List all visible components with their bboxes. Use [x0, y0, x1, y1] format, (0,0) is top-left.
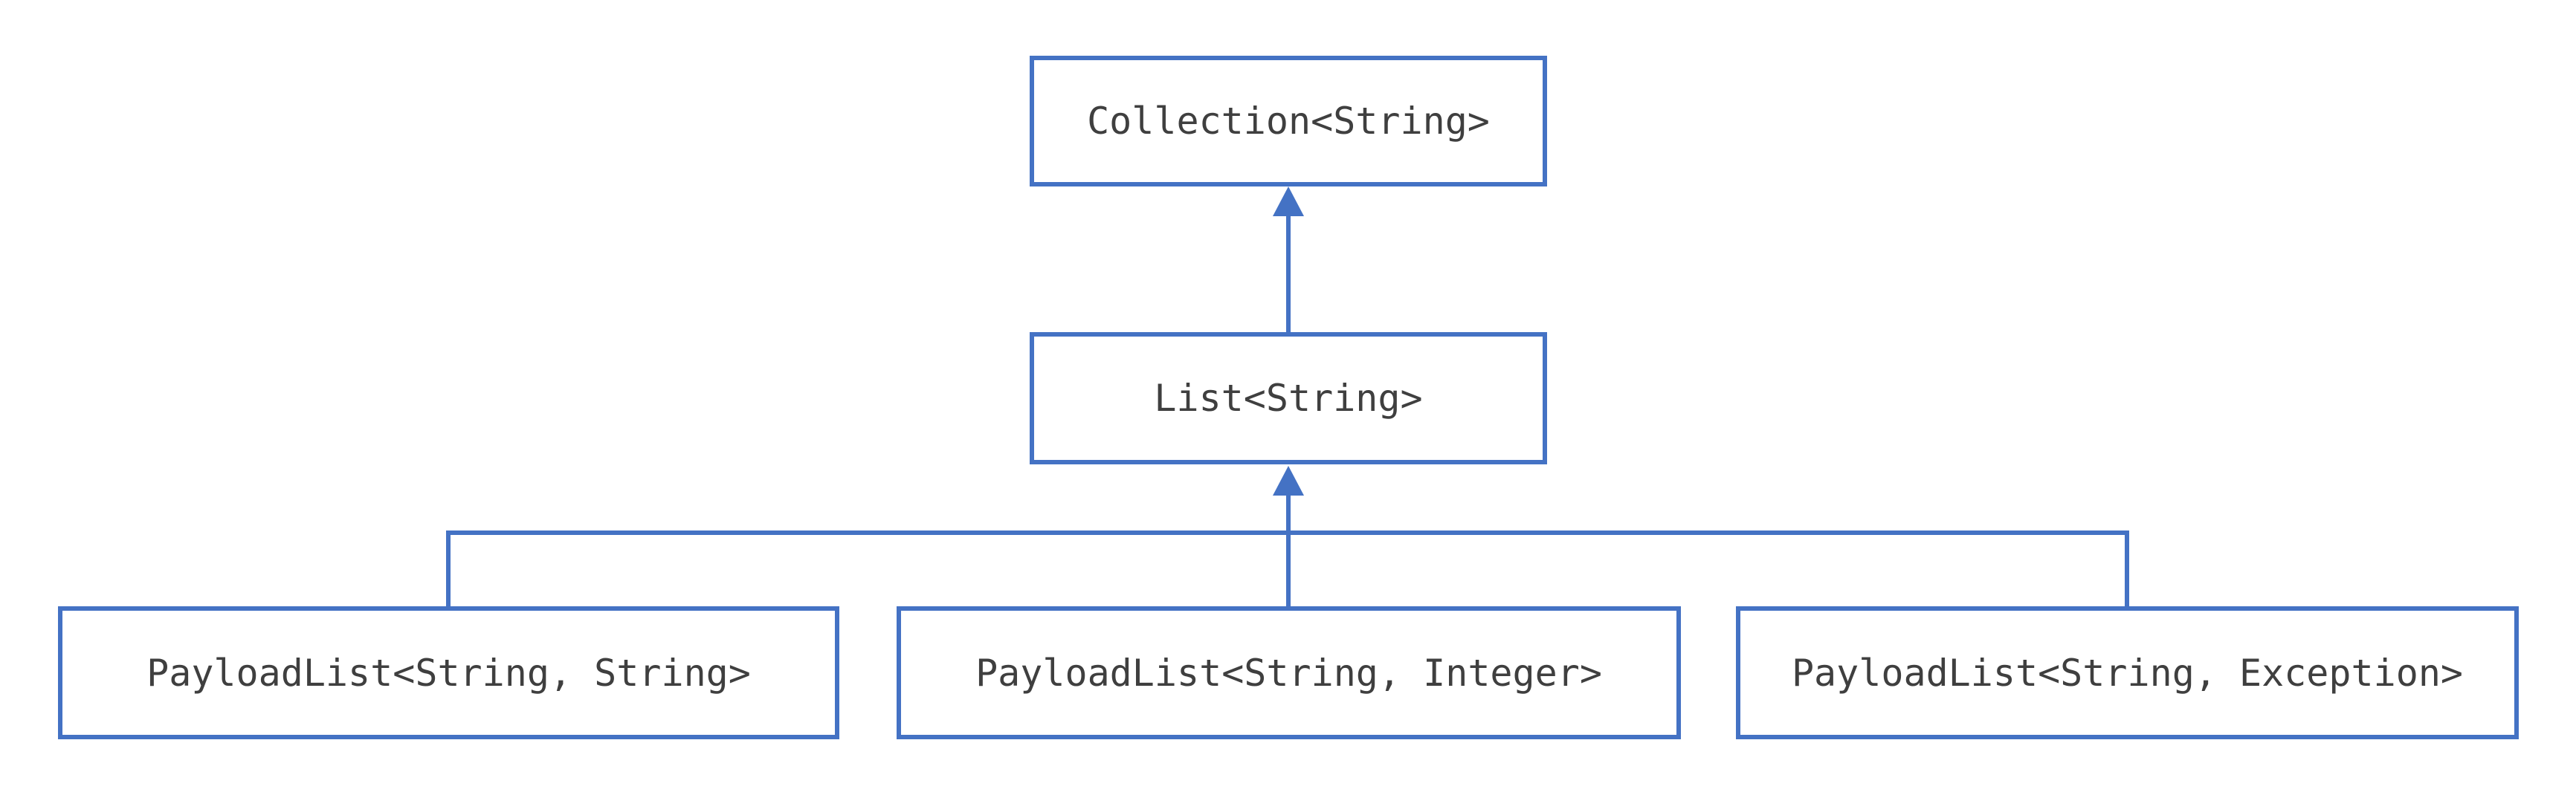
- edge-drop-to-payload-integer: [1286, 530, 1291, 606]
- edge-drop-to-payload-exception: [2125, 530, 2129, 606]
- node-collection-string: Collection<String>: [1030, 56, 1547, 186]
- node-list-string-label: List<String>: [1154, 377, 1423, 420]
- node-payloadlist-string-integer: PayloadList<String, Integer>: [897, 606, 1681, 739]
- node-payloadlist-string-string-label: PayloadList<String, String>: [146, 651, 751, 695]
- node-list-string: List<String>: [1030, 332, 1547, 464]
- arrow-up-icon: [1273, 466, 1304, 496]
- edge-list-to-collection-line: [1286, 215, 1291, 332]
- node-collection-string-label: Collection<String>: [1087, 100, 1490, 143]
- node-payloadlist-string-exception: PayloadList<String, Exception>: [1736, 606, 2519, 739]
- arrow-up-icon: [1273, 186, 1304, 216]
- edge-drop-to-payload-string: [446, 530, 451, 606]
- node-payloadlist-string-exception-label: PayloadList<String, Exception>: [1791, 651, 2464, 695]
- node-payloadlist-string-string: PayloadList<String, String>: [58, 606, 839, 739]
- node-payloadlist-string-integer-label: PayloadList<String, Integer>: [975, 651, 1602, 695]
